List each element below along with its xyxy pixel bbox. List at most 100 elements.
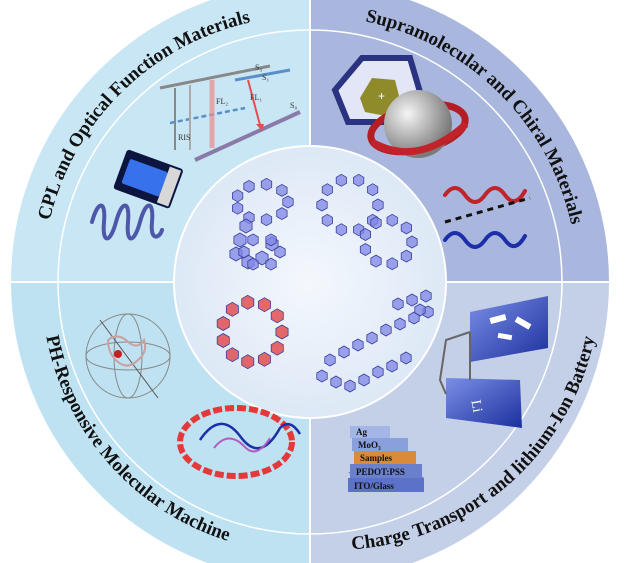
- ion-bar-3: [497, 332, 513, 341]
- level-s3: [159, 64, 271, 90]
- tr-macrocycle-hex: [316, 198, 328, 212]
- tr-macrocycle2-hex: [400, 221, 413, 235]
- br-chain-hex: [338, 345, 350, 359]
- label-fl2: FL₂: [216, 97, 228, 106]
- molecular-cage: [107, 335, 147, 367]
- bl-red-macrocycle-hex: [225, 347, 239, 363]
- label-ris: RIS: [178, 133, 190, 142]
- label-s3: S₃: [255, 63, 262, 72]
- circuit-wire: [438, 331, 471, 395]
- br-chain2-hex: [386, 359, 398, 373]
- red-ring-large: [177, 405, 295, 479]
- tr-macrocycle-hex: [372, 198, 384, 212]
- red-wave: [443, 186, 527, 204]
- core-ring2-hex: [265, 257, 277, 271]
- core-chain-hex: [239, 218, 253, 234]
- thread-blue: [198, 422, 302, 450]
- sphere-model: [85, 313, 171, 399]
- tr-macrocycle2-hex: [359, 243, 372, 256]
- bl-red-macrocycle-hex: [241, 354, 255, 370]
- text-pedot: PEDOT:PSS: [356, 467, 405, 477]
- tr-macrocycle-hex: [335, 173, 347, 187]
- label-fl1: FL₁: [250, 93, 262, 102]
- blue-wave: [443, 231, 527, 249]
- core-macrocycle-hex: [276, 183, 288, 197]
- li-label: Li: [467, 399, 484, 414]
- br-chain-hex: [324, 353, 336, 367]
- vial-cap: [156, 166, 182, 207]
- core-macrocycle-hex: [260, 213, 273, 227]
- label-s0: S₀: [290, 101, 297, 110]
- core-macrocycle-hex: [282, 195, 294, 209]
- battery-electrode-top: [470, 296, 548, 362]
- level-s0: [194, 110, 301, 162]
- tr-macrocycle2-hex: [386, 257, 398, 271]
- bl-red-macrocycle-hex: [225, 301, 239, 317]
- br-chain3-hex: [420, 289, 432, 303]
- core-macrocycle-hex: [243, 179, 255, 193]
- core-ring2-hex: [265, 233, 277, 247]
- tr-macrocycle2-hex: [400, 249, 413, 263]
- tr-macrocycle2-hex: [359, 228, 372, 241]
- host-guest-complex: +: [331, 55, 469, 158]
- vial-liquid: [121, 159, 168, 197]
- label-s1: S₁: [262, 73, 269, 82]
- device-stack: Ag MoO₃ Samples PEDOT:PSS ITO/Glass: [348, 426, 424, 492]
- core-chain-hex: [255, 250, 269, 266]
- bl-red-macrocycle-hex: [270, 340, 284, 356]
- ion-bar-1: [489, 314, 507, 324]
- layer-pedot: [350, 464, 422, 478]
- tr-macrocycle-hex: [321, 183, 333, 197]
- tr-macrocycle2-hex: [406, 235, 418, 249]
- red-ring-front: [370, 121, 469, 156]
- energy-level-diagram: S₃ S₁ S₀ FL₁ FL₂ RIS: [159, 63, 301, 162]
- ion-bar-2: [514, 316, 532, 330]
- br-chain2-hex: [344, 379, 356, 393]
- bl-red-macrocycle-hex: [257, 351, 271, 367]
- core-ring2-hex: [247, 233, 259, 247]
- red-macrocycle-large: [177, 405, 302, 479]
- mirror-dashed-line: [444, 196, 531, 224]
- tr-macrocycle2-hex: [386, 213, 398, 227]
- grey-sphere: [384, 90, 452, 158]
- center-atom: [114, 350, 122, 358]
- layer-ito: [348, 478, 424, 492]
- fluorescence-arrow-2: [247, 79, 261, 126]
- br-chain3-hex: [392, 297, 404, 311]
- br-chain-hex: [394, 317, 406, 331]
- bl-red-macrocycle-hex: [216, 316, 230, 331]
- tr-macrocycle2-hex: [370, 216, 382, 230]
- core-ring2-hex: [247, 257, 259, 271]
- level-s1: [234, 68, 291, 82]
- core-macrocycle-hex: [231, 189, 244, 203]
- br-chain2-hex: [330, 375, 342, 389]
- text-samples: Samples: [360, 453, 393, 463]
- thread-purple: [213, 437, 271, 453]
- bl-red-macrocycle-hex: [241, 294, 255, 310]
- molecule-layer: [216, 173, 434, 393]
- br-chain2-hex: [358, 373, 370, 387]
- arrow-head: [256, 124, 264, 131]
- level-dashed: [169, 106, 246, 125]
- br-chain2-hex: [316, 369, 328, 383]
- text-ito: ITO/Glass: [354, 481, 394, 491]
- core-ring2-hex: [274, 245, 286, 259]
- br-chain2-hex: [400, 351, 412, 365]
- fluorescent-vial: [113, 149, 183, 209]
- plus-icon: +: [378, 89, 385, 103]
- tr-macrocycle2-hex: [370, 254, 382, 268]
- battery-electrode-bottom: [446, 378, 522, 428]
- text-ag: Ag: [356, 427, 367, 437]
- core-ring2-hex: [238, 245, 250, 259]
- br-chain-hex: [352, 338, 364, 352]
- layer-ag: [350, 426, 390, 438]
- bl-red-macrocycle-hex: [216, 333, 230, 348]
- br-chain3-hex: [414, 303, 426, 317]
- bl-red-macrocycle-hex: [275, 324, 289, 340]
- text-moo3: MoO₃: [358, 440, 381, 450]
- tr-macrocycle-hex: [335, 223, 347, 237]
- wire-axis: [99, 319, 159, 399]
- battery-illustration: Li: [438, 296, 548, 428]
